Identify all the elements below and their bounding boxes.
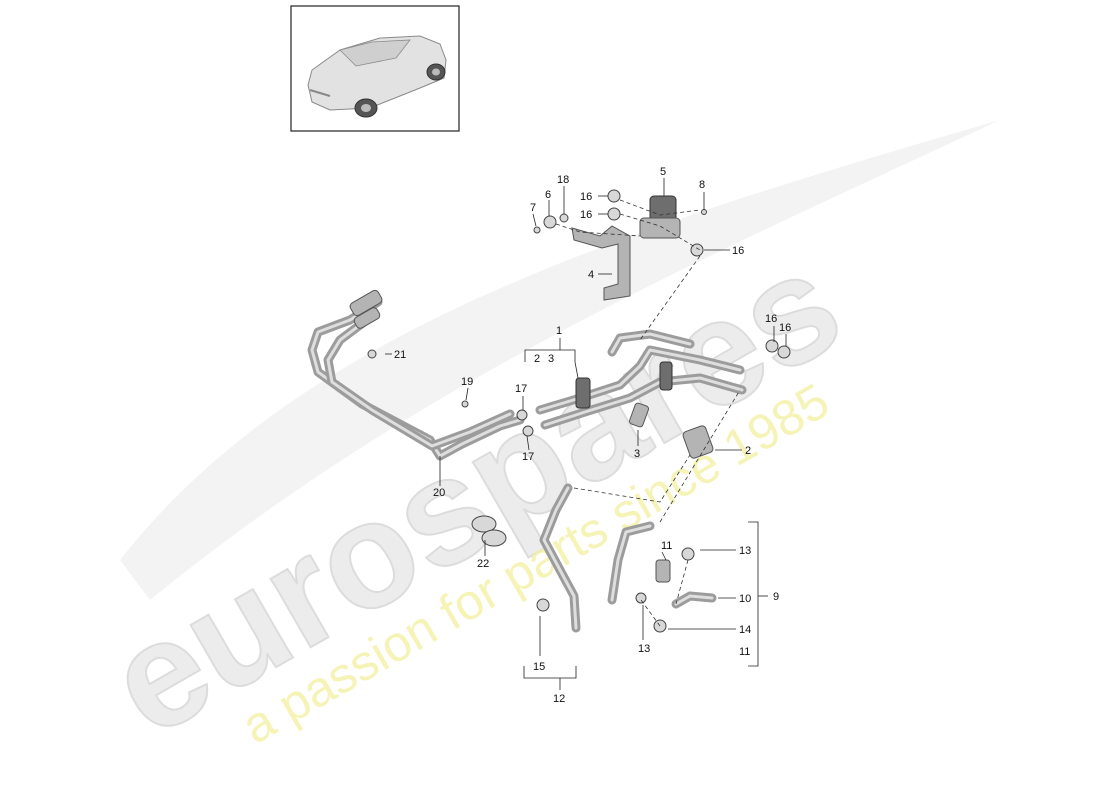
callout-8: 8 <box>699 179 705 191</box>
callout-21: 21 <box>394 349 406 361</box>
callouts: 1 2 3 2 3 4 5 6 7 8 9 10 11 11 12 13 13 … <box>394 166 791 705</box>
callout-18: 18 <box>557 174 569 186</box>
callout-15: 15 <box>533 661 545 673</box>
callout-10: 10 <box>739 593 751 605</box>
callout-16e: 16 <box>779 322 791 334</box>
callout-11a: 11 <box>661 540 672 552</box>
callout-7: 7 <box>530 202 536 214</box>
callout-19: 19 <box>461 376 473 388</box>
coolant-hose-9 <box>607 521 717 633</box>
callout-16b: 16 <box>580 209 592 221</box>
callout-4: 4 <box>588 269 594 281</box>
callout-22: 22 <box>477 558 489 570</box>
callout-2b: 2 <box>745 445 751 457</box>
callout-1: 1 <box>556 325 562 337</box>
callout-16c: 16 <box>732 245 744 257</box>
callout-3b: 3 <box>634 448 640 460</box>
callout-12: 12 <box>553 693 565 705</box>
vehicle-thumbnail <box>290 5 460 132</box>
car-suv-icon <box>307 35 447 118</box>
callout-17b: 17 <box>522 451 534 463</box>
callout-13a: 13 <box>739 545 751 557</box>
callout-3: 3 <box>548 353 554 365</box>
callout-16a: 16 <box>580 191 592 203</box>
coolant-pipe-20 <box>307 289 525 461</box>
callout-11b: 11 <box>739 646 750 658</box>
callout-2: 2 <box>534 353 540 365</box>
leader-lines <box>385 178 787 690</box>
callout-9: 9 <box>773 591 779 603</box>
callout-14: 14 <box>739 624 751 636</box>
fasteners <box>367 339 791 437</box>
callout-13b: 13 <box>638 643 650 655</box>
clamp-22 <box>471 515 507 547</box>
coolant-hose-12 <box>536 483 581 633</box>
watermark-swoosh <box>120 120 1000 600</box>
callout-17a: 17 <box>515 383 527 395</box>
coolant-pipe-1 <box>535 329 747 459</box>
callout-5: 5 <box>660 166 666 178</box>
callout-16d: 16 <box>765 313 777 325</box>
callout-20: 20 <box>433 487 445 499</box>
callout-6: 6 <box>545 189 551 201</box>
